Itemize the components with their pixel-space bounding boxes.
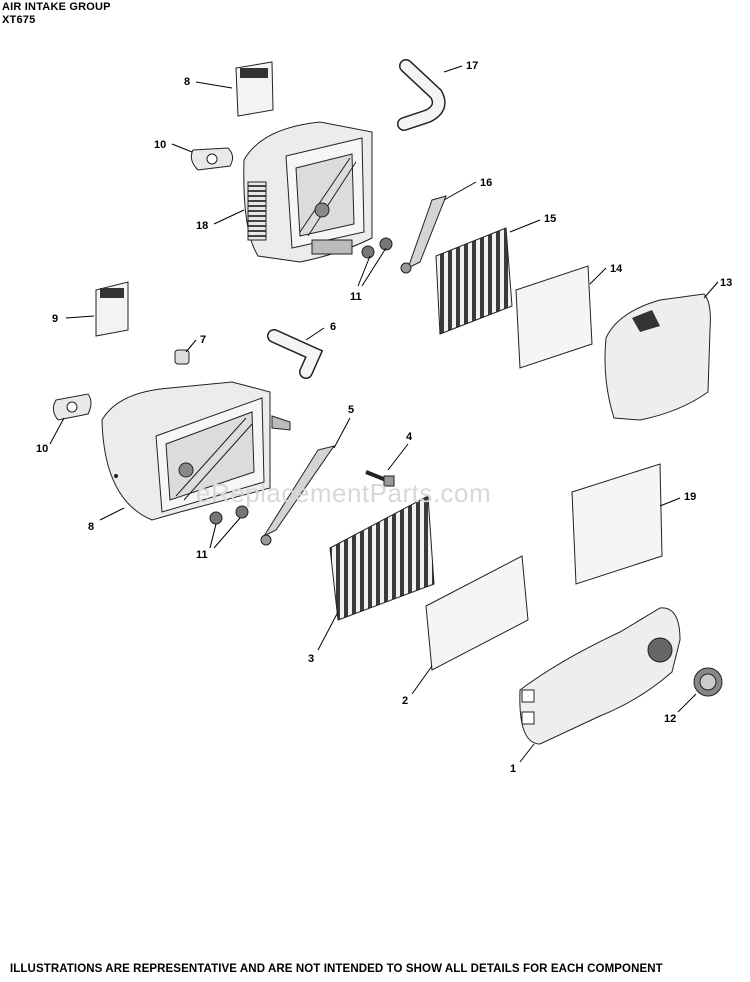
precleaner-part-14 [515, 265, 593, 369]
callout-14: 14 [610, 263, 623, 275]
model-number: XT675 [2, 14, 36, 26]
diagram-title: AIR INTAKE GROUP [2, 1, 111, 13]
callout-1: 1 [510, 763, 516, 775]
bracket-part-16 [400, 195, 447, 274]
callout-2: 2 [402, 695, 408, 707]
callout-13: 13 [720, 277, 732, 289]
callout-5: 5 [348, 404, 354, 416]
callout-7: 7 [200, 334, 206, 346]
nuts-part-11-upper [361, 237, 393, 259]
precleaner-part-19 [571, 463, 663, 585]
breather-hose-part-17 [397, 59, 446, 131]
cover-part-13 [604, 293, 711, 421]
callout-6: 6 [330, 321, 336, 333]
callout-19: 19 [684, 491, 696, 503]
nuts-part-11-lower [209, 505, 249, 525]
callout-4: 4 [406, 431, 413, 443]
air-cleaner-base-part-18 [243, 121, 373, 263]
foam-element-part-2 [425, 555, 529, 671]
callout-12: 12 [664, 713, 676, 725]
callout-9-lower: 9 [52, 313, 58, 325]
callout-8: 8 [88, 521, 94, 533]
air-cleaner-base-part-8 [101, 381, 291, 521]
bracket-part-5 [260, 445, 336, 546]
paper-element-part-15 [435, 227, 513, 335]
callout-15: 15 [544, 213, 556, 225]
elbow-hose-part-6 [267, 329, 324, 379]
decal-part-9-upper [235, 61, 274, 117]
callout-17: 17 [466, 60, 478, 72]
gasket-part-10-lower [52, 393, 92, 421]
paper-element-part-3 [329, 495, 435, 621]
leader-lines [49, 65, 719, 763]
callout-10-lower: 10 [36, 443, 48, 455]
callout-numbers: 8 10 18 17 16 15 14 13 11 9 7 6 10 8 5 4… [36, 60, 732, 775]
watermark: eReplacementParts.com [196, 478, 492, 508]
callout-11-upper: 11 [350, 291, 362, 303]
bolt-part-4 [365, 470, 395, 487]
callout-18: 18 [196, 220, 208, 232]
disclaimer-footer: ILLUSTRATIONS ARE REPRESENTATIVE AND ARE… [10, 963, 663, 975]
cover-part-1 [519, 607, 681, 745]
callout-11-lower: 11 [196, 549, 208, 561]
knob-part-12 [693, 667, 723, 697]
decal-part-9-lower [95, 281, 129, 337]
callout-16: 16 [480, 177, 492, 189]
callout-9-upper: 8 [184, 76, 190, 88]
gasket-part-10-upper [190, 147, 234, 171]
callout-3: 3 [308, 653, 314, 665]
callout-10-upper: 10 [154, 139, 166, 151]
fitting-part-7 [174, 349, 190, 365]
